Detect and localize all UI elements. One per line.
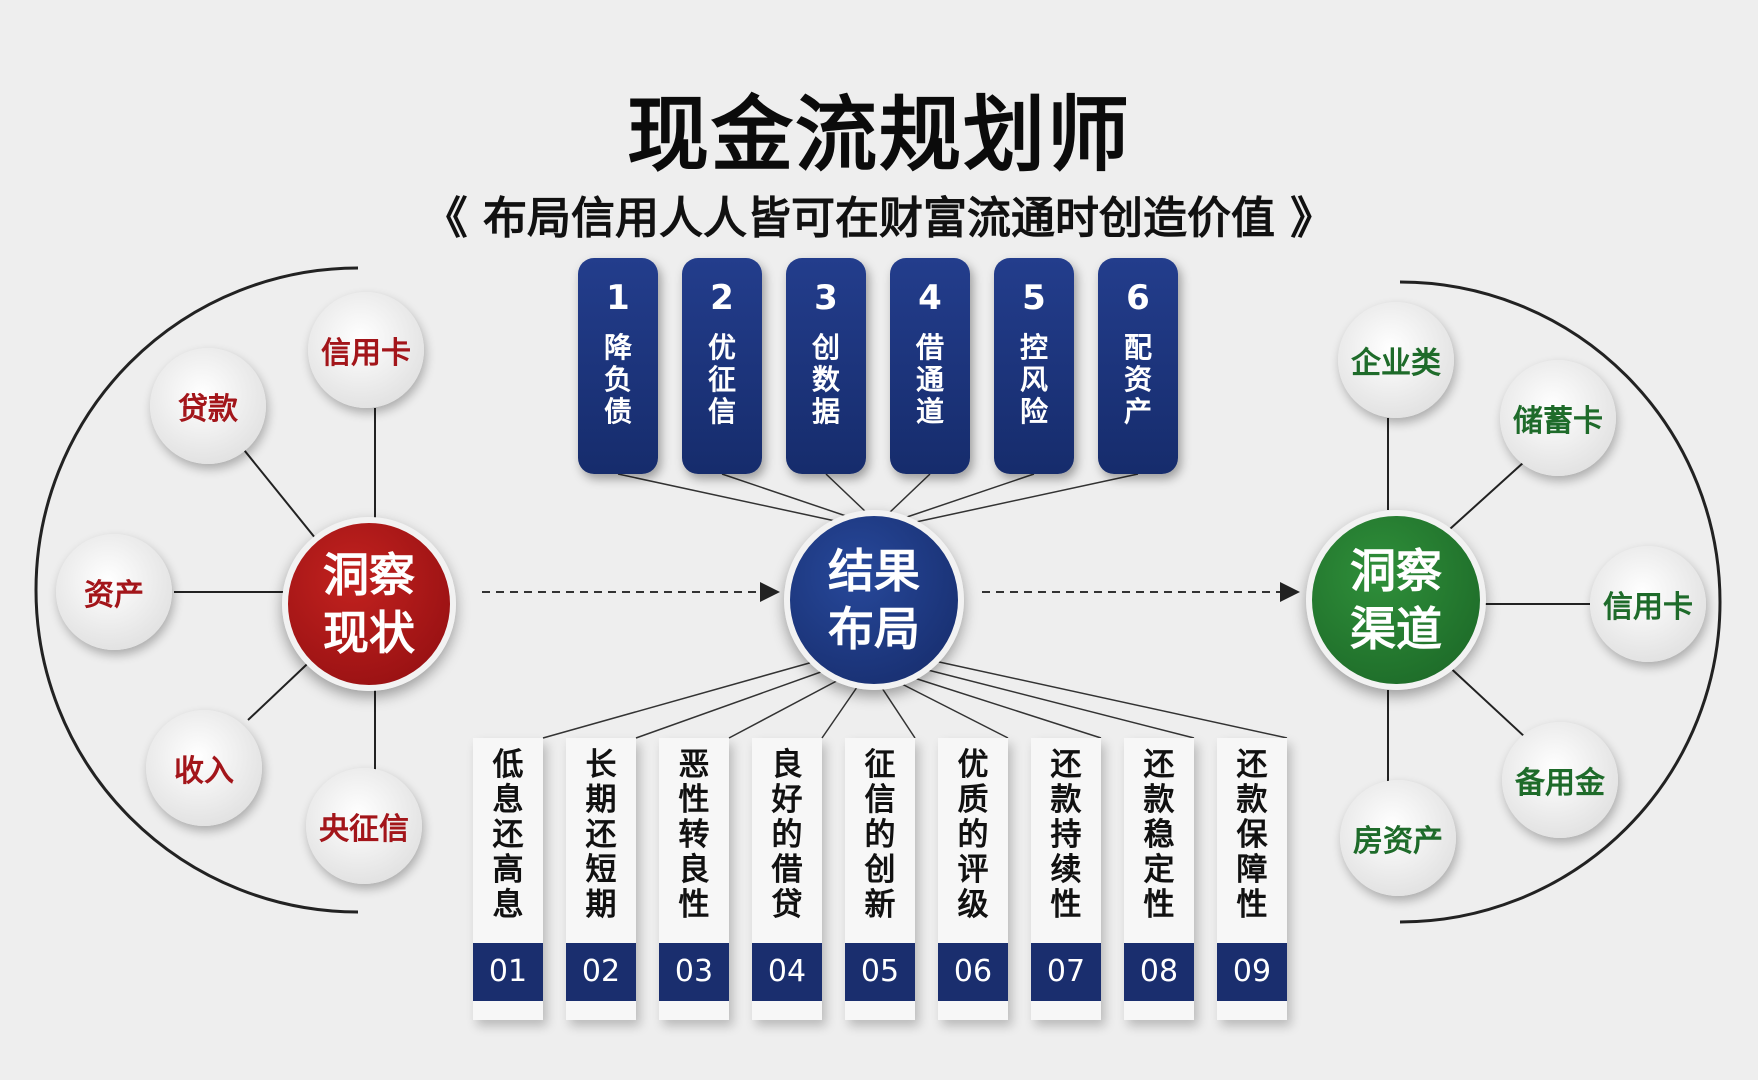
step-pillar-5: 5 控风险 xyxy=(994,258,1074,474)
result-label: 良好的借贷 xyxy=(771,747,803,923)
result-label: 长期还短期 xyxy=(585,747,617,923)
step-number: 6 xyxy=(1126,278,1150,318)
step-pillar-2: 2 优征信 xyxy=(682,258,762,474)
left-node-assets: 资产 xyxy=(56,534,172,650)
page-title: 现金流规划师 xyxy=(626,88,1131,183)
step-number: 5 xyxy=(1022,278,1046,318)
hub-current-status-label: 洞察现状 xyxy=(323,548,415,660)
step-label: 降负债 xyxy=(603,331,632,428)
result-card-09: 还款保障性 09 xyxy=(1217,738,1287,1020)
result-code: 08 xyxy=(1124,943,1194,1001)
result-card-03: 恶性转良性 03 xyxy=(659,738,729,1020)
result-card-01: 低息还高息 01 xyxy=(473,738,543,1020)
result-label: 还款保障性 xyxy=(1236,747,1268,923)
hub-current-status: 洞察现状 xyxy=(282,517,456,691)
result-code: 05 xyxy=(845,943,915,1001)
page-subtitle: 《 布局信用人人皆可在财富流通时创造价值 》 xyxy=(423,193,1335,244)
result-code: 09 xyxy=(1217,943,1287,1001)
step-pillar-3: 3 创数据 xyxy=(786,258,866,474)
result-label: 还款稳定性 xyxy=(1143,747,1175,923)
hub-result-layout-label: 结果布局 xyxy=(828,544,920,656)
result-card-02: 长期还短期 02 xyxy=(566,738,636,1020)
result-code: 03 xyxy=(659,943,729,1001)
right-node-real-estate: 房资产 xyxy=(1340,780,1456,896)
right-node-enterprise: 企业类 xyxy=(1338,302,1454,418)
result-card-04: 良好的借贷 04 xyxy=(752,738,822,1020)
result-card-08: 还款稳定性 08 xyxy=(1124,738,1194,1020)
left-node-income: 收入 xyxy=(146,710,262,826)
step-label: 配资产 xyxy=(1123,331,1152,428)
step-label: 控风险 xyxy=(1019,331,1048,428)
step-label: 创数据 xyxy=(811,331,840,428)
hub-channels: 洞察渠道 xyxy=(1306,510,1486,690)
step-number: 1 xyxy=(606,278,630,318)
result-code: 06 xyxy=(938,943,1008,1001)
result-label: 恶性转良性 xyxy=(678,747,710,923)
step-number: 4 xyxy=(918,278,942,318)
result-label: 还款持续性 xyxy=(1050,747,1082,923)
result-code: 01 xyxy=(473,943,543,1001)
step-number: 3 xyxy=(814,278,838,318)
left-node-central-credit: 央征信 xyxy=(306,768,422,884)
result-code: 07 xyxy=(1031,943,1101,1001)
result-label: 低息还高息 xyxy=(492,747,524,923)
step-label: 借通道 xyxy=(915,331,944,428)
result-code: 04 xyxy=(752,943,822,1001)
left-bracket-arc xyxy=(34,266,359,914)
result-code: 02 xyxy=(566,943,636,1001)
hub-channels-label: 洞察渠道 xyxy=(1350,544,1442,656)
step-pillar-4: 4 借通道 xyxy=(890,258,970,474)
left-node-loan: 贷款 xyxy=(150,348,266,464)
right-node-debit-card: 储蓄卡 xyxy=(1500,360,1616,476)
right-node-reserve-fund: 备用金 xyxy=(1502,722,1618,838)
right-bracket-arc xyxy=(1399,280,1722,924)
result-card-06: 优质的评级 06 xyxy=(938,738,1008,1020)
result-card-05: 征信的创新 05 xyxy=(845,738,915,1020)
step-pillar-6: 6 配资产 xyxy=(1098,258,1178,474)
step-pillar-1: 1 降负债 xyxy=(578,258,658,474)
step-number: 2 xyxy=(710,278,734,318)
right-node-credit-card: 信用卡 xyxy=(1590,546,1706,662)
step-label: 优征信 xyxy=(707,331,736,428)
hub-result-layout: 结果布局 xyxy=(784,510,964,690)
result-card-07: 还款持续性 07 xyxy=(1031,738,1101,1020)
result-label: 征信的创新 xyxy=(864,747,896,923)
left-node-credit-card: 信用卡 xyxy=(308,292,424,408)
result-label: 优质的评级 xyxy=(957,747,989,923)
